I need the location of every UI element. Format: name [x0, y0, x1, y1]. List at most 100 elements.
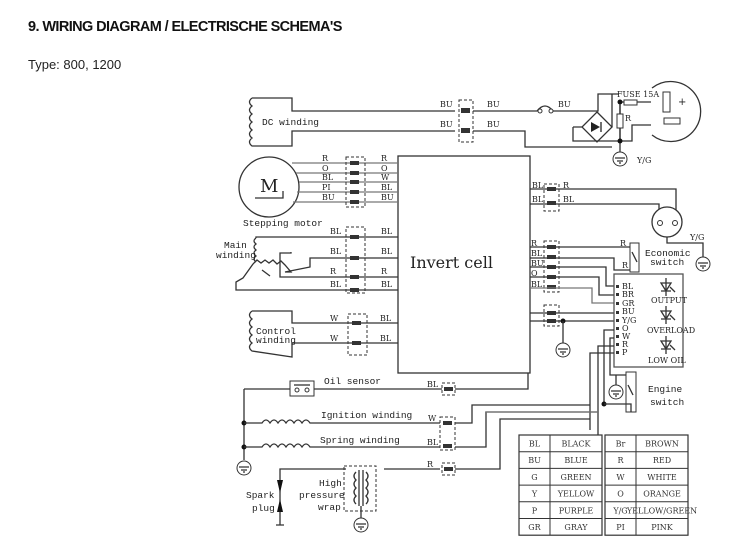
connector-housing: [458, 99, 474, 143]
wire-label: W: [330, 314, 339, 323]
wire-label: R: [322, 154, 329, 163]
main-winding: Main winding BL BL R BL BL BL R BL: [216, 226, 398, 294]
ground-icon: [236, 460, 252, 476]
wire-label: BL: [330, 247, 342, 256]
wire-label: BL: [563, 195, 575, 204]
wire-label: O: [381, 164, 388, 173]
stepping-motor: M Stepping motor R O BL PI BU R O W BL B…: [238, 154, 398, 229]
legend-code: BL: [529, 440, 541, 449]
wire-label: BU: [487, 120, 500, 129]
wire-label: BL: [531, 249, 543, 258]
spark-circuit: R Spark plug High pressure wrap: [246, 418, 590, 533]
fuse-icon: [623, 99, 638, 106]
terminal-label: BU: [622, 307, 635, 316]
wire-label: BL: [322, 173, 334, 182]
wire-label: BU: [531, 259, 544, 268]
spark-plug-label: plug: [252, 503, 275, 514]
legend-color-name: GREEN: [560, 473, 591, 482]
wire-label: BL: [427, 380, 439, 389]
terminal-label: W: [622, 332, 631, 341]
type-line: Type: 800, 1200: [28, 57, 122, 72]
panel-connectors: R BL BU O BL: [530, 239, 614, 358]
control-winding-label: winding: [256, 335, 296, 346]
legend-color-name: YELLOW/GREEN: [626, 506, 697, 515]
legend-color-name: GRAY: [564, 523, 588, 532]
wire-label: BL: [531, 280, 543, 289]
legend-code: O: [617, 490, 624, 499]
legend-code: GR: [528, 523, 541, 532]
ignition-spring-windings: Ignition winding Spring winding W BL: [236, 389, 598, 476]
terminal-label: R: [622, 340, 629, 349]
economic-switch: R R Economic switch: [530, 239, 691, 273]
ignition-winding-label: Ignition winding: [321, 410, 412, 421]
wire-label: BL: [381, 227, 393, 236]
dc-winding: DC winding BU BU BU BU BU FUSE 15A R Y/G: [248, 80, 702, 167]
wire-label: O: [322, 164, 329, 173]
wire-label: BL: [381, 280, 393, 289]
wire-label: R: [381, 154, 388, 163]
wire-label: BU: [322, 193, 335, 202]
connector-pin: [461, 108, 470, 113]
indicator-label: OUTPUT: [651, 296, 688, 305]
resistor-icon: [616, 113, 624, 129]
led-icon: [659, 306, 676, 324]
wire-label: BL: [330, 280, 342, 289]
indicator-label: OVERLOAD: [647, 326, 695, 335]
stepping-motor-label: Stepping motor: [243, 218, 323, 229]
wire-label: R: [622, 261, 629, 270]
legend-code: W: [616, 473, 625, 482]
legend-color-name: PINK: [651, 523, 674, 532]
wire-label: BU: [558, 100, 571, 109]
legend-code: R: [617, 456, 624, 465]
legend-color-name: RED: [653, 456, 671, 465]
ground-label: Y/G: [636, 156, 651, 165]
wire-label: BL: [532, 181, 544, 190]
wire-label: R: [563, 181, 570, 190]
oil-sensor: Oil sensor BL: [244, 373, 529, 397]
engine-switch-label: Engine: [648, 384, 683, 395]
ground-icon: [353, 517, 369, 533]
wire-label: W: [330, 334, 339, 343]
ground-icon: [695, 256, 711, 272]
legend-color-name: PURPLE: [559, 506, 594, 515]
indicator-label: LOW OIL: [648, 356, 686, 365]
invert-cell: [397, 155, 531, 374]
engine-switch-label: switch: [650, 397, 684, 408]
wire-label: R: [427, 460, 434, 469]
wire-label: R: [531, 239, 538, 248]
high-pressure-wrap-label: High: [319, 478, 342, 489]
wire-label: PI: [322, 183, 331, 192]
terminal-label: O: [622, 324, 629, 333]
legend-code: PI: [616, 523, 625, 532]
transformer-icon: [353, 470, 369, 518]
legend-code: G: [531, 473, 537, 482]
indicator-panel: BL BR GR BU Y/G O W R P OUTPUT OVERLOAD …: [613, 273, 695, 368]
led-icon: [659, 278, 676, 296]
control-winding-label: Control: [256, 326, 296, 337]
terminal-label: BR: [622, 290, 635, 299]
dc-winding-label: DC winding: [262, 117, 319, 128]
ground-icon: [555, 342, 571, 358]
wire-label: BU: [381, 193, 394, 202]
terminal-label: GR: [622, 299, 635, 308]
high-pressure-wrap-label: wrap: [318, 502, 341, 513]
wire-label: R: [330, 267, 337, 276]
economic-switch-label: switch: [650, 257, 684, 268]
wire-label: BU: [440, 100, 453, 109]
wire-label: BU: [440, 120, 453, 129]
legend-color-name: BLACK: [561, 440, 591, 449]
legend-row: GR GRAY PI PINK: [528, 523, 673, 532]
legend-color-name: ORANGE: [643, 490, 681, 499]
terminal-label: Y/G: [621, 316, 636, 325]
ground-label: Y/G: [689, 233, 704, 242]
fuse-label: FUSE 15A: [617, 90, 659, 99]
wire-label: R: [620, 239, 627, 248]
legend-code: Br: [616, 440, 626, 449]
legend-code: Y: [531, 490, 538, 499]
